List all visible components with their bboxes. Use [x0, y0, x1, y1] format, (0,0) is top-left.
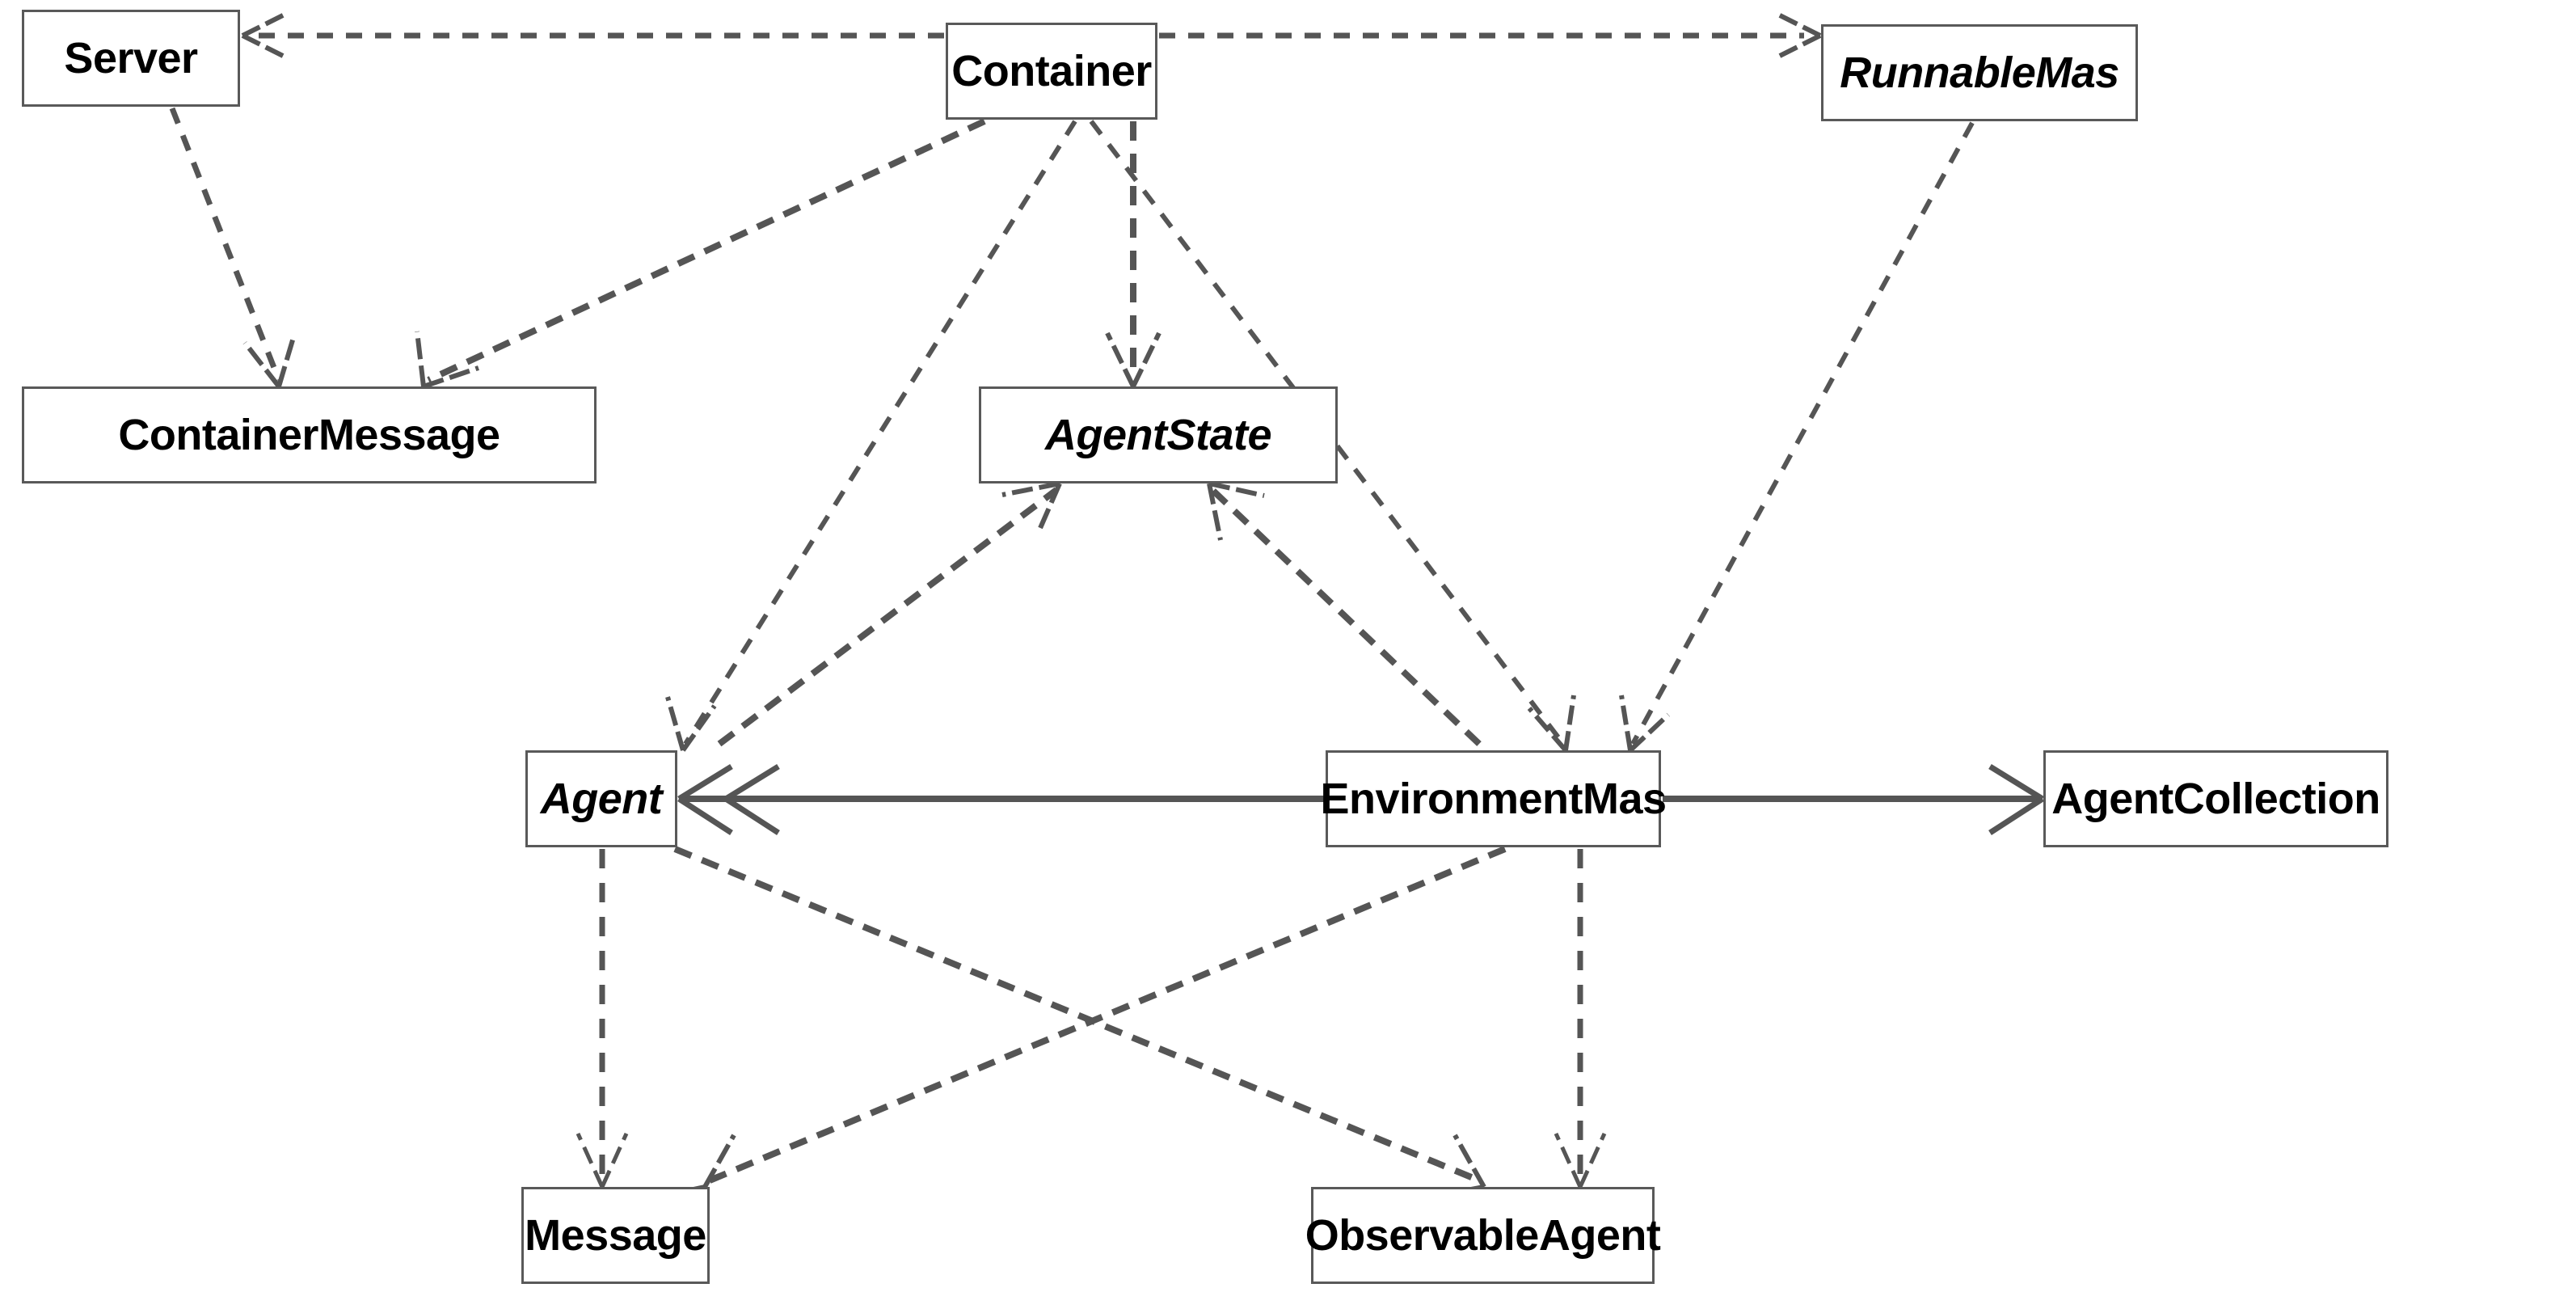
edge-container-to-runnablemas	[1159, 12, 1822, 59]
class-label-agent: Agent	[540, 775, 663, 823]
class-label-observableagent: ObservableAgent	[1305, 1211, 1661, 1260]
edge-container-to-agent	[665, 120, 1077, 752]
class-label-environmentmas: EnvironmentMas	[1320, 775, 1667, 823]
edge-container-to-containermessage	[415, 118, 986, 389]
class-label-runnablemas: RunnableMas	[1840, 49, 2119, 97]
class-node-agentcollection[interactable]: AgentCollection	[2043, 750, 2388, 847]
edge-agent-to-message	[575, 849, 629, 1189]
class-label-agentstate: AgentState	[1044, 411, 1272, 459]
class-label-message: Message	[525, 1211, 706, 1260]
edge-environmentmas-to-agent	[677, 764, 1324, 835]
class-node-agentstate[interactable]: AgentState	[979, 386, 1338, 483]
class-node-environmentmas[interactable]: EnvironmentMas	[1320, 750, 1667, 847]
class-node-containermessage[interactable]: ContainerMessage	[22, 386, 597, 483]
class-node-server[interactable]: Server	[22, 10, 240, 107]
edge-container-to-server	[241, 12, 944, 59]
class-label-container: Container	[951, 47, 1152, 95]
edge-environmentmas-to-agentstate	[1207, 481, 1482, 746]
class-node-runnablemas[interactable]: RunnableMas	[1821, 24, 2138, 121]
class-node-message[interactable]: Message	[521, 1187, 710, 1284]
class-node-agent[interactable]: Agent	[525, 750, 677, 847]
class-node-observableagent[interactable]: ObservableAgent	[1305, 1187, 1661, 1284]
edge-server-to-containermessage	[169, 107, 297, 388]
class-label-containermessage: ContainerMessage	[118, 411, 500, 459]
edge-container-to-agentstate	[1105, 121, 1162, 388]
edge-agent-to-agentstate	[717, 481, 1062, 747]
edge-environmentmas-to-agentcollection	[1663, 764, 2044, 835]
edge-runnablemas-to-environmentmas	[1619, 121, 1975, 753]
edge-environmentmas-to-observableagent	[1554, 849, 1607, 1189]
class-node-container[interactable]: Container	[946, 23, 1157, 120]
class-label-server: Server	[64, 34, 198, 82]
class-label-agentcollection: AgentCollection	[2051, 775, 2380, 823]
